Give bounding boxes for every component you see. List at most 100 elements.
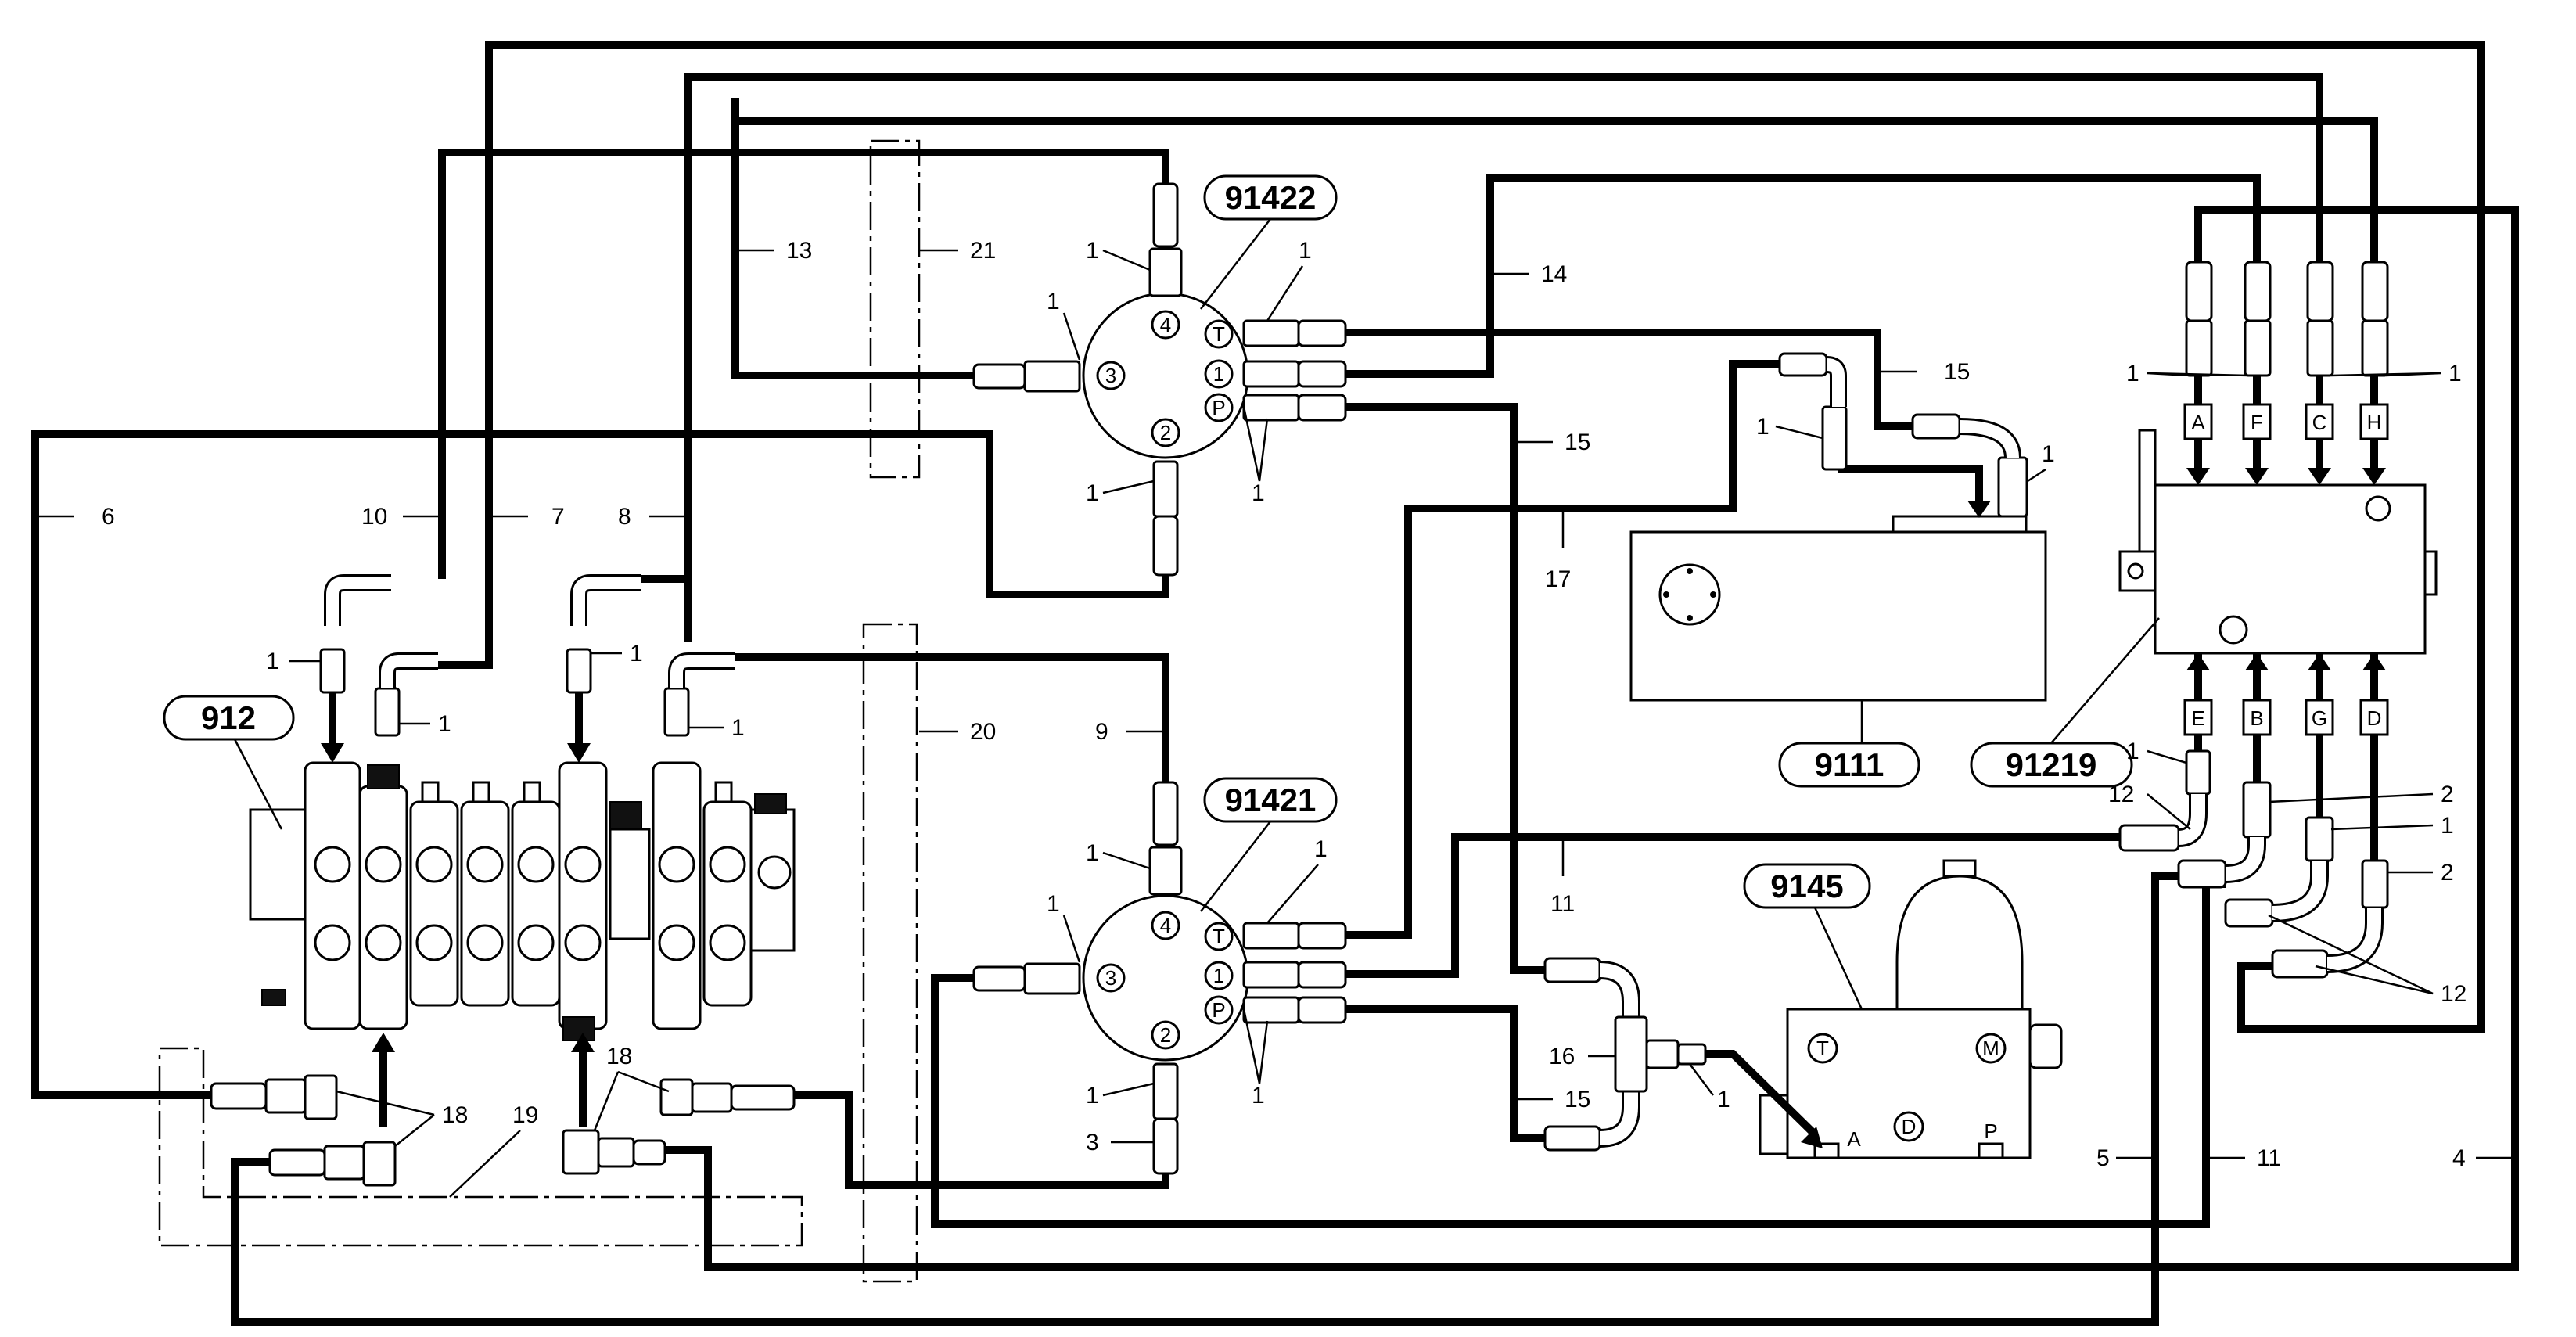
leader-line [1102,480,1155,494]
callout-1: 1 [266,649,279,674]
fitting [1023,360,1081,393]
callout-15: 15 [1565,429,1590,455]
callout-11: 11 [2257,1145,2281,1171]
callout-6: 6 [102,504,115,530]
hose-end [1297,961,1347,989]
port-circle [1096,963,1126,993]
callout-17: 17 [1545,566,1571,592]
pipe-tank-return [1838,465,1983,501]
callout-1: 1 [1717,1087,1730,1112]
hose-end [1152,781,1179,846]
fitting [1242,922,1300,950]
callout-15: 15 [1565,1087,1590,1112]
callout-21: 21 [970,238,996,264]
fitting [1023,962,1081,995]
elbow-hose-fill [670,655,735,688]
hose-end [1297,922,1347,950]
fitting [1242,360,1300,388]
boundary-19 [158,1047,803,1247]
fitting [2244,319,2272,377]
solenoid-cap [609,801,642,830]
leader-line [1200,821,1271,912]
arrow-head [372,1033,395,1052]
hose-end [268,1148,326,1177]
hose-end [1297,996,1347,1024]
leader-line [1200,218,1271,310]
bolt [1663,591,1669,598]
port-circle [1151,418,1180,447]
hose-end [730,1084,796,1111]
port-label: 3 [1105,966,1116,990]
leader-line [1102,851,1151,870]
port-box-g [2305,699,2334,736]
leader-line [2147,793,2191,830]
port-label-m: M [1982,1037,1999,1060]
callout-1: 1 [2441,813,2454,839]
spool-port [517,846,555,883]
port-label-f: F [2251,411,2263,434]
elbow-hose [570,574,641,626]
leader-line [2268,914,2434,995]
port-circle [1151,1020,1180,1050]
component-label-912: 912 [201,699,256,736]
callout-18: 18 [442,1102,468,1128]
pipe-11-top [1345,833,2120,978]
leader-line [2147,372,2250,377]
tank-flange [1658,563,1721,626]
tank-9111: 9111 [1629,352,2047,788]
pipe-14 [1486,174,2261,344]
component-label-91422: 91422 [1225,179,1317,216]
callout-1: 1 [1252,1083,1265,1109]
arrow-head [571,1033,595,1052]
elbow-hose-fill [1959,420,2019,458]
fitting [566,648,592,694]
arrow-head [321,743,344,763]
component-label-91219: 91219 [2006,746,2097,783]
valve-side [2423,550,2438,596]
fitting [1242,996,1300,1024]
elbow-hose-fill [573,577,641,626]
valve-91219: A F C H E B G D 91219 [1970,261,2438,979]
leader-line [1813,907,1863,1010]
component-badge [1743,863,1871,909]
spool-port [709,846,746,883]
callout-9: 9 [1095,719,1108,745]
solenoid-cap [754,793,787,814]
port-stub [1978,1142,2004,1159]
callout-1: 1 [1047,891,1060,917]
accumulator-cap [1942,859,1977,878]
hose-end [1297,394,1347,422]
hose-end [1543,1125,1601,1152]
callout-8: 8 [618,504,631,530]
callout-7: 7 [551,504,565,530]
callout-1: 1 [2042,441,2055,467]
spool-port [415,924,453,961]
component-label-9145: 9145 [1770,868,1843,904]
port-label-e: E [2191,706,2204,730]
hose-end [1152,515,1179,577]
fitting [1645,1039,1680,1069]
fitting [1242,961,1300,989]
pipes [31,41,2519,1326]
solenoid [2028,1023,2063,1069]
hose-end [1152,182,1179,248]
pipe-h [731,98,2378,262]
callout-1: 1 [731,715,745,741]
callout-20: 20 [970,719,996,745]
port-circle [1151,310,1180,340]
valve-section [460,800,510,1007]
leader-line [1242,1008,1269,1084]
port-label-p: P [1984,1120,1997,1143]
arrow-heads [2186,653,2386,670]
hose-end [1778,352,1828,377]
fitting [597,1137,635,1168]
fitting [2361,859,2389,909]
callout-11: 11 [1550,891,1575,917]
leader-line [1242,406,1269,482]
lever-stub [421,781,440,803]
bolt [1687,615,1693,621]
port-label: 1 [1213,362,1224,386]
port-circle [1807,1033,1838,1064]
port-circle [1204,359,1234,389]
pipe-8-stub [641,575,692,595]
